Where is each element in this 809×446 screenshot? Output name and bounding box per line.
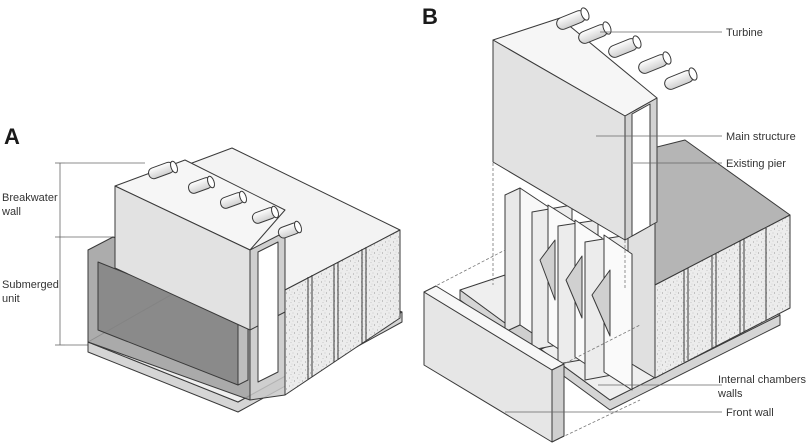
turbine-label: Turbine — [726, 27, 763, 39]
turbine-icon — [277, 220, 302, 239]
panel-b-front-wall — [423, 285, 565, 443]
turbine-icon — [608, 35, 642, 58]
submerged-label-line2: unit — [2, 293, 20, 305]
panel-b-turbines — [556, 7, 698, 90]
panel-b-main-structure — [492, 17, 658, 241]
internal-chambers-label-line2: walls — [717, 388, 743, 400]
panel-b: B — [422, 4, 807, 443]
submerged-label-line1: Submerged — [2, 279, 59, 291]
turbine-icon — [251, 205, 279, 224]
turbine-icon — [147, 160, 178, 180]
panel-b-leader-lines — [505, 31, 722, 413]
internal-chambers-label-line1: Internal chambers — [718, 374, 807, 386]
panel-a-letter: A — [4, 124, 20, 149]
turbine-icon — [556, 7, 590, 30]
chamber-wall — [584, 234, 633, 391]
turbine-icon — [187, 175, 215, 194]
existing-pier-label: Existing pier — [726, 158, 786, 170]
turbine-icon — [638, 51, 672, 74]
turbine-icon — [664, 67, 698, 90]
panel-a-breakwater-wall — [114, 159, 286, 383]
main-structure-label: Main structure — [726, 131, 796, 143]
breakwater-label-line1: Breakwater — [2, 192, 58, 204]
panel-a-dimension-line — [55, 162, 145, 346]
panel-b-letter: B — [422, 4, 438, 29]
panel-a: A Breakwater wall Submerged unit — [1, 124, 403, 413]
front-wall-label: Front wall — [726, 407, 774, 419]
panel-b-internal-chambers — [504, 187, 633, 391]
turbine-icon — [219, 190, 247, 209]
panel-a-turbines — [147, 160, 302, 239]
breakwater-label-line2: wall — [1, 206, 21, 218]
turbine-icon — [578, 21, 612, 44]
